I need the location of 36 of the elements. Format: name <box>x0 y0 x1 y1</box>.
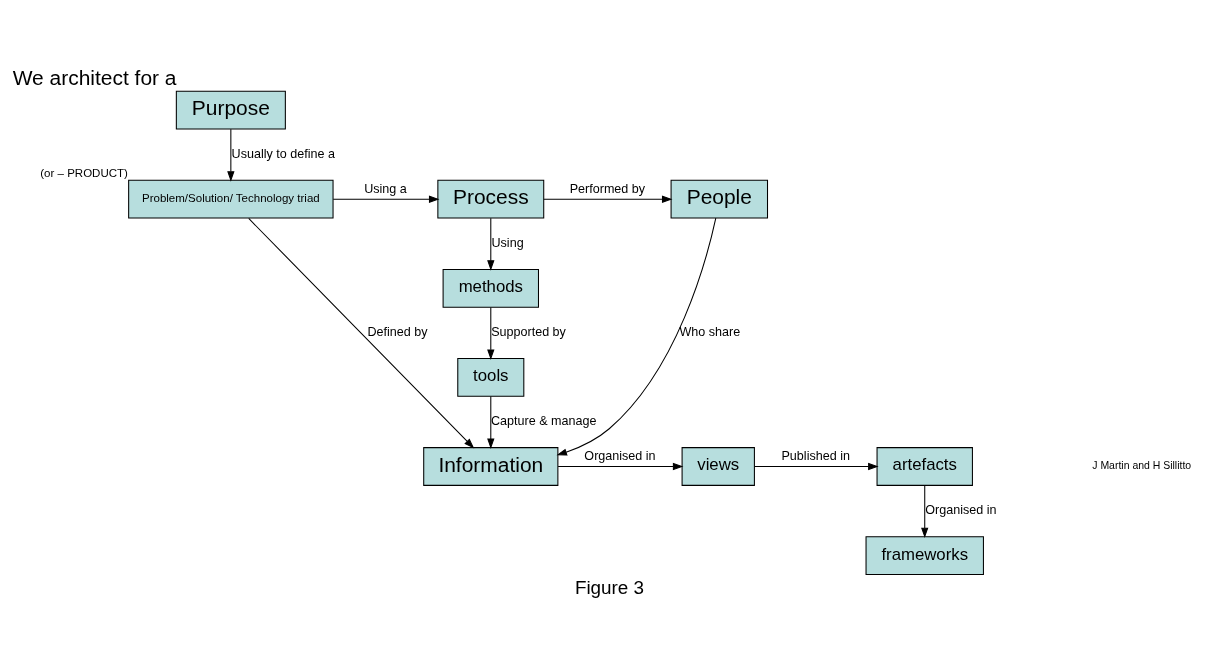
node-box: Process <box>437 179 545 219</box>
node-box: artefacts <box>876 447 973 486</box>
arrow <box>754 462 879 471</box>
node-box: People <box>670 179 769 219</box>
node-box: Purpose <box>175 90 286 130</box>
edge-label: Organised in <box>925 503 997 518</box>
edge-label: Performed by <box>569 181 646 196</box>
node-box: views <box>681 447 755 486</box>
label: J Martin and H Sillitto <box>1092 460 1192 472</box>
edge-label: Usually to define a <box>231 146 335 161</box>
edge-label: Who share <box>679 325 741 340</box>
edge-label: Defined by <box>367 325 428 340</box>
arrow <box>487 306 495 360</box>
arrow <box>487 217 495 271</box>
edge-label: Published in <box>781 448 850 463</box>
arrow <box>543 195 673 203</box>
edge-label: Organised in <box>584 448 656 463</box>
node-box: Problem/Solution/ Technology triad <box>128 179 334 219</box>
edge-label: Using a <box>364 181 407 196</box>
arrow <box>557 462 684 471</box>
arrow <box>248 217 475 449</box>
caption: Figure 3 <box>574 576 645 598</box>
arrow <box>556 217 717 456</box>
edge-label: Capture & manage <box>491 414 597 429</box>
arrow <box>921 485 929 539</box>
arrow <box>332 195 440 203</box>
node-box: tools <box>457 358 525 397</box>
arrow <box>227 128 235 182</box>
arrow <box>487 395 495 450</box>
edge-label: Supported by <box>491 325 566 340</box>
node-box: Information <box>423 447 559 486</box>
node-label: We architect for a <box>12 65 177 89</box>
edge-label: Using <box>491 236 524 251</box>
node-box: methods <box>442 268 539 308</box>
node-label: (or – PRODUCT) <box>40 166 128 179</box>
node-box: frameworks <box>865 536 984 575</box>
